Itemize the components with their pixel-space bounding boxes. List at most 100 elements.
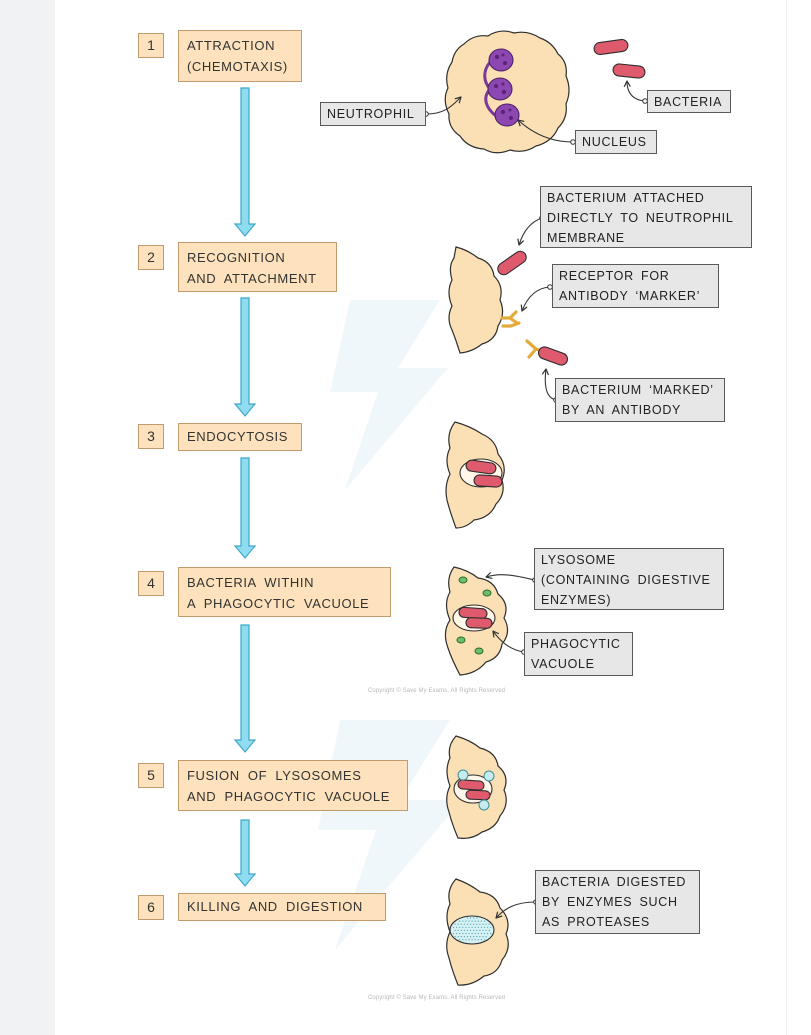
step-label-line: AND ATTACHMENT	[187, 271, 317, 286]
bacterium	[458, 606, 488, 620]
step-3-number: 3	[138, 424, 164, 449]
digestion-dot	[483, 920, 486, 922]
bacterium	[457, 779, 485, 791]
annotation-line: BACTERIA	[654, 95, 723, 109]
digestion-dot	[452, 932, 455, 935]
digestion-dot	[462, 932, 464, 935]
annotation-line: BACTERIUM ‘MARKED’	[562, 383, 714, 397]
flow-arrow	[233, 624, 257, 753]
step-label-line: ENDOCYTOSIS	[187, 429, 288, 444]
digestion-dot	[465, 926, 467, 928]
digestion-dot	[477, 926, 479, 928]
leader-arrowhead	[517, 238, 525, 246]
digestion-dot	[459, 926, 461, 928]
digestion-dot	[465, 939, 467, 941]
annotation-bacterium-marked: BACTERIUM ‘MARKED’ BY AN ANTIBODY	[555, 378, 725, 422]
step-label-line: BACTERIA WITHIN	[187, 575, 315, 590]
digestion-dot	[473, 936, 475, 938]
digestion-dot	[476, 923, 478, 925]
marked-bacterium	[537, 346, 569, 366]
step-1-number: 1	[138, 33, 164, 58]
digestion-dot	[466, 923, 469, 925]
antibody-receptor	[501, 321, 521, 328]
step-4-illustration	[444, 566, 509, 676]
digestion-dot	[471, 920, 473, 922]
step-5-number: 5	[138, 763, 164, 788]
lysosome	[474, 647, 484, 655]
bacterium	[473, 474, 503, 488]
digestion-dot	[470, 917, 472, 919]
digestion-dot	[465, 932, 467, 935]
digestion-dot	[466, 929, 469, 932]
digestion-dot	[485, 936, 487, 938]
digestion-dot	[468, 932, 470, 935]
leader-arrowhead	[520, 304, 528, 312]
annotation-line: AS PROTEASES	[542, 915, 650, 929]
digestion-dot	[473, 923, 475, 925]
digestion-dot	[466, 936, 469, 938]
digestion-dot	[474, 939, 476, 941]
digestion-dot	[480, 926, 482, 928]
digestion-dot	[485, 929, 487, 932]
digestion-dot	[459, 939, 461, 941]
digestion-dot	[470, 923, 472, 925]
step-label-line: A PHAGOCYTIC VACUOLE	[187, 596, 370, 611]
leader-line-bacteria-digested	[495, 901, 537, 919]
annotation-nucleus: NUCLEUS	[575, 130, 657, 154]
step-6-illustration	[446, 878, 509, 986]
step-5-label: FUSION OF LYSOSOMES AND PHAGOCYTIC VACUO…	[178, 760, 408, 811]
digestion-dot	[465, 920, 467, 922]
digestion-dot	[457, 929, 459, 932]
digestion-dot	[460, 929, 462, 932]
step-label-line: FUSION OF LYSOSOMES	[187, 768, 362, 783]
step-6-number: 6	[138, 895, 164, 920]
annotation-line: BY AN ANTIBODY	[562, 403, 682, 417]
nucleus-lobe	[487, 77, 513, 101]
nucleus-lobe	[488, 48, 514, 72]
leader-line-lysosome	[485, 574, 536, 581]
leader-line-bacteria	[626, 80, 646, 102]
digestion-dot	[477, 920, 479, 922]
digestion-dot	[460, 936, 462, 938]
digestion-dot	[479, 923, 481, 925]
digestion-dot	[479, 929, 481, 932]
leader-arrowhead	[454, 96, 462, 104]
annotation-line: VACUOLE	[531, 657, 595, 671]
digestion-dot	[457, 923, 459, 925]
digestion-dot	[468, 920, 470, 922]
annotation-line: ENZYMES)	[541, 593, 612, 607]
digestion-dot	[454, 936, 456, 938]
flow-arrow	[233, 819, 257, 887]
leader-arrowhead	[492, 630, 500, 638]
annotation-neutrophil: NEUTROPHIL	[320, 102, 426, 126]
annotation-bacteria-digested: BACTERIA DIGESTED BY ENZYMES SUCH AS PRO…	[535, 870, 700, 934]
leader-arrowhead	[517, 119, 525, 127]
leader-line-phagocytic-vacuole	[492, 630, 525, 653]
digestion-dot	[485, 923, 487, 925]
digestion-dot	[488, 929, 490, 932]
leader-arrowhead	[541, 368, 550, 376]
page-edge	[786, 0, 787, 1035]
digestion-dot	[468, 939, 470, 941]
annotation-receptor: RECEPTOR FOR ANTIBODY ‘MARKER’	[552, 264, 719, 308]
bacterium	[465, 617, 493, 629]
digestion-dot	[473, 929, 475, 932]
step-label-line: AND PHAGOCYTIC VACUOLE	[187, 789, 390, 804]
digestion-dot	[456, 932, 458, 935]
fusing-lysosome	[478, 799, 490, 811]
digestion-dot	[476, 929, 478, 932]
digestion-dot	[480, 920, 482, 922]
lysosome	[458, 576, 468, 584]
digestion-dot	[483, 926, 486, 928]
fusing-lysosome	[457, 769, 469, 781]
digestion-dot	[457, 936, 459, 938]
nucleus-lobe	[494, 103, 520, 127]
digestion-dots	[452, 917, 492, 941]
step-3-illustration	[445, 421, 505, 529]
annotation-line: (CONTAINING DIGESTIVE	[541, 573, 711, 587]
antibody-receptor	[500, 310, 519, 325]
step-label-line: RECOGNITION	[187, 250, 286, 265]
digestion-dot	[483, 932, 486, 935]
digestion-dot	[474, 932, 476, 935]
digestion-dot	[454, 929, 456, 932]
